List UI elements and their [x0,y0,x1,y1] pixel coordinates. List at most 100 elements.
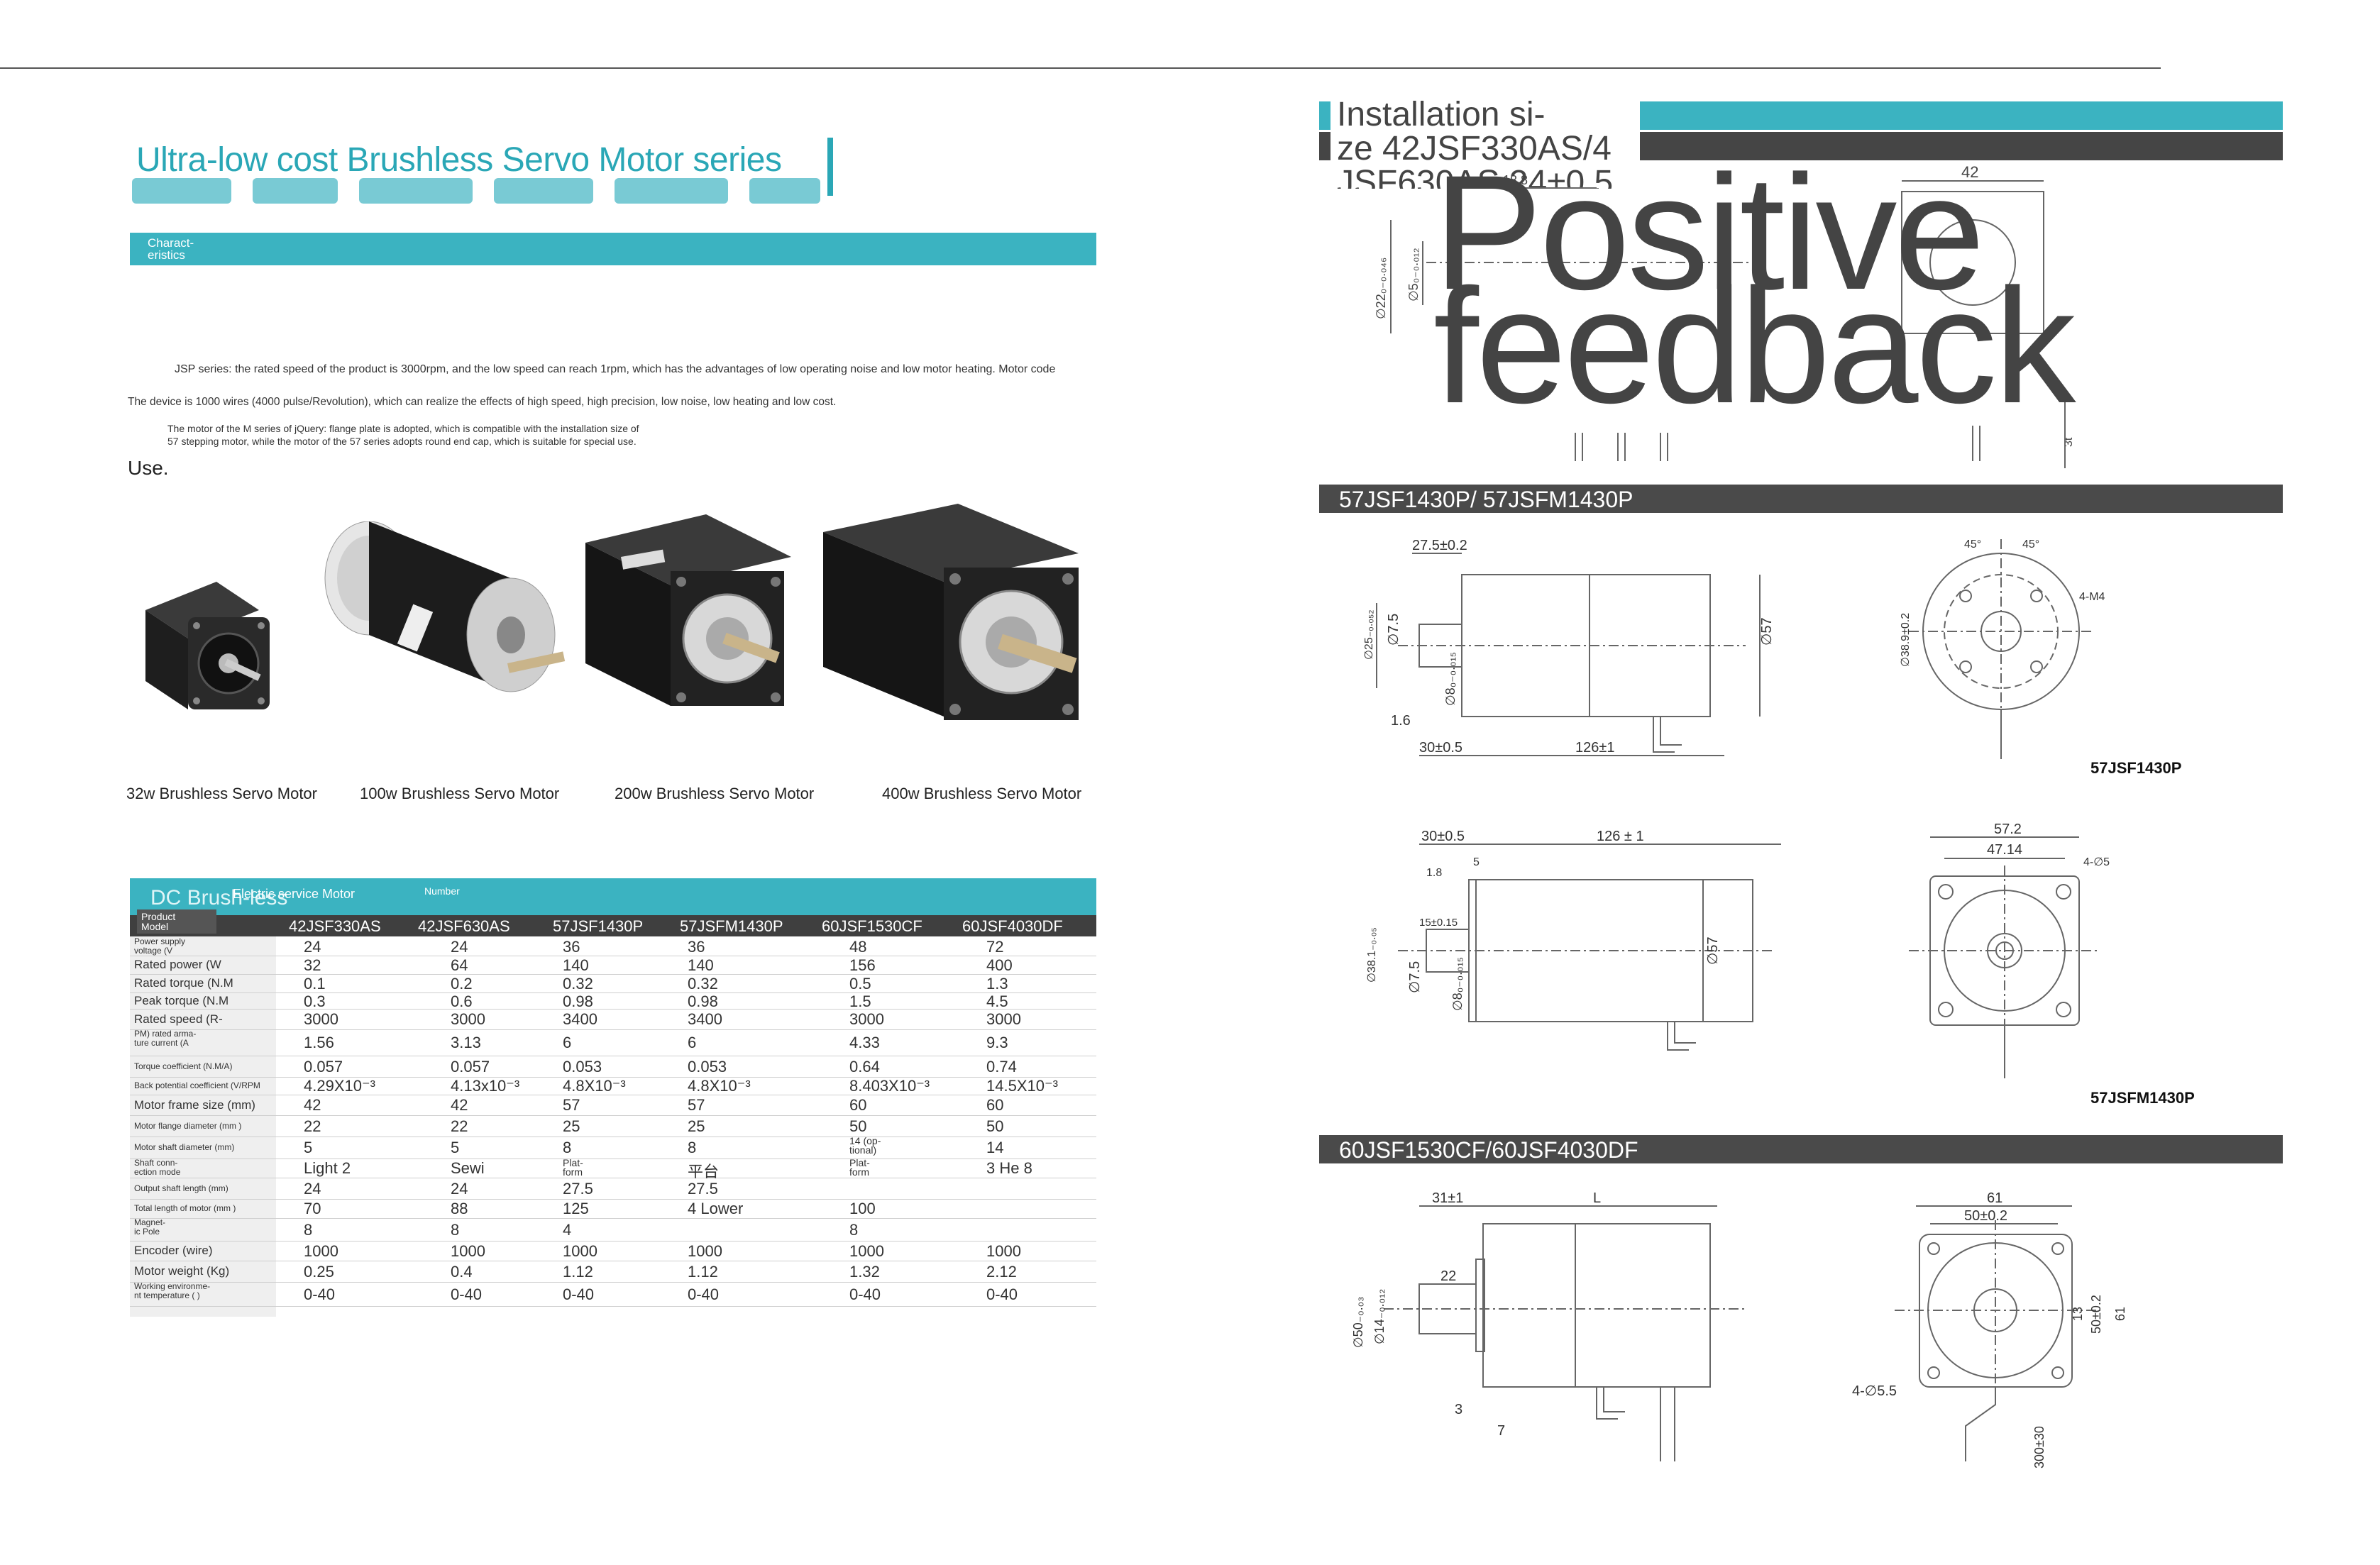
dim-60-k: 61 [2113,1307,2127,1321]
table-cell: 1000 [563,1242,597,1260]
row-label: Motor flange diameter (mm ) [134,1121,242,1131]
table-cell: 0-40 [451,1285,483,1303]
dim-top-42: 42 [1961,163,1978,181]
dim-60-e: 7 [1497,1423,1505,1439]
characteristics-label: Charact- eristics [148,236,194,262]
row-label: PM) rated arma- ture current (A [134,1029,197,1048]
table-cell: 125 [563,1200,589,1217]
table-cell: 1000 [986,1242,1021,1260]
table-cell: 1.3 [986,974,1008,992]
dim-60-i: 50±0.2 [1964,1208,2007,1224]
table-cell: 1000 [304,1242,338,1260]
row-label: Rated torque (N.M [134,976,233,990]
table-cell: 0-40 [849,1285,881,1303]
row-label: Motor frame size (mm) [134,1098,255,1112]
table-cell: 60 [849,1096,867,1114]
section-title-57jsf: 57JSF1430P/ 57JSFM1430P [1339,487,1634,512]
col-header-42jsf630as: 42JSF630AS [418,917,510,935]
section-bar-60jsf: 60JSF1530CF/60JSF4030DF [1319,1135,2283,1163]
table-cell: 14 (op- tional) [849,1135,881,1156]
table-cell: 1.56 [304,1034,334,1051]
row-label: Shaft conn- ection mode [134,1158,181,1177]
row-label: Output shaft length (mm) [134,1183,228,1193]
dim-57p-j: 45° [2022,538,2039,551]
table-cell: 1000 [451,1242,485,1260]
table-cell: 1.12 [563,1262,593,1281]
table-cell: 3000 [451,1010,485,1028]
table-cell: 57 [688,1096,705,1114]
dim-60-l: 13 [2071,1307,2085,1321]
motor-200w-image [585,514,791,706]
table-cell: 4.5 [986,992,1008,1010]
table-cell: 14 [986,1139,1004,1156]
table-cell: 0.057 [451,1057,490,1075]
dim-top-22: ∅22₀₋₀.₀₄₆ [1374,258,1388,319]
table-cell: 1000 [688,1242,722,1260]
table-cell: 3 He 8 [986,1159,1032,1177]
dim-60-h: 61 [1987,1192,2002,1206]
page-title: Ultra-low cost Brushless Servo Motor ser… [136,141,782,179]
col-header-42jsf330as: 42JSF330AS [289,917,381,935]
installation-dark-marker [1319,132,1331,160]
dim-57p-c: 126±1 [1575,740,1614,756]
spec-table-column-header: 42JSF330AS 42JSF630AS 57JSF1430P 57JSFM1… [130,915,1096,936]
table-cell: 0-40 [563,1285,595,1303]
paragraph-3: The motor of the M series of jQuery: fla… [167,423,639,434]
table-cell: 5 [304,1139,313,1156]
row-label: Power supply voltage (V [134,936,186,956]
table-cell: 100 [849,1200,876,1217]
dim-60-d: 3 [1455,1402,1462,1417]
dim-57m-h: ∅8₀₋₀.₀₁₅ [1450,957,1465,1011]
table-cell: 140 [563,956,589,974]
table-cell: 25 [688,1117,705,1135]
label-57jsf1430p: 57JSF1430P [2090,759,2182,777]
dim-57m-d: 5 [1473,856,1480,868]
row-label: Magnet- ic Pole [134,1217,166,1237]
row-label: Back potential coefficient (V/RPM [134,1080,260,1090]
table-cell: 3.13 [451,1034,481,1051]
table-cell: 0.3 [304,992,326,1010]
table-cell: 22 [451,1117,468,1135]
dim-60-m: 4-∅5.5 [1852,1383,1897,1399]
table-cell: Plat- form [849,1157,870,1178]
dim-60-n: 300±30 [2032,1426,2046,1469]
paragraph-2: The device is 1000 wires (4000 pulse/Rev… [128,396,837,408]
table-cell: 8 [849,1220,859,1239]
table-cell: 0.25 [304,1262,334,1281]
table-cell: 0.5 [849,974,871,992]
table-cell: 25 [563,1117,580,1135]
dim-60-b: L [1593,1192,1601,1206]
table-cell: 88 [451,1200,468,1217]
dim-top-18: 18.8 [1503,173,1528,187]
dim-60-g: ∅14₋₀.₀₁₂ [1372,1289,1387,1344]
dim-57m-k: 47.14 [1987,842,2022,858]
table-cell: 14.5X10⁻³ [986,1077,1058,1095]
table-cell: 平台 [688,1163,720,1180]
paragraph-4: 57 stepping motor, while the motor of th… [167,436,637,447]
table-cell: 4.8X10⁻³ [688,1077,751,1095]
table-cell: 156 [849,956,876,974]
table-cell: 3400 [688,1010,722,1028]
motor-label-100w: 100w Brushless Servo Motor [360,785,560,802]
col-header-57jsfm1430p: 57JSFM1430P [680,917,783,935]
row-label: Peak torque (N.M [134,994,229,1007]
motor-label-200w: 200w Brushless Servo Motor [615,785,815,802]
positive-feedback-overlay: Positive feedback [1433,151,2076,437]
table-cell: 0.4 [451,1262,473,1281]
table-cell: 140 [688,956,714,974]
table-cell: 50 [986,1117,1004,1135]
table-cell: 0.6 [451,992,473,1010]
overlay-line-feedback: feedback [1433,255,2076,437]
product-model-label: Product Model [137,909,216,934]
table-cell: 5 [451,1139,460,1156]
motor-label-400w: 400w Brushless Servo Motor [882,785,1082,802]
drawing-42jsf: 18.8 42 ∅22₀₋₀.₀₄₆ ∅5₀₋₀.₀₁₂ 3t [1374,163,2075,468]
table-cell: 50 [849,1117,867,1135]
installation-dark-bar [1640,132,2283,160]
col-header-57jsf1430p: 57JSF1430P [553,917,644,935]
dim-57m-b: 126 ± 1 [1597,829,1644,844]
